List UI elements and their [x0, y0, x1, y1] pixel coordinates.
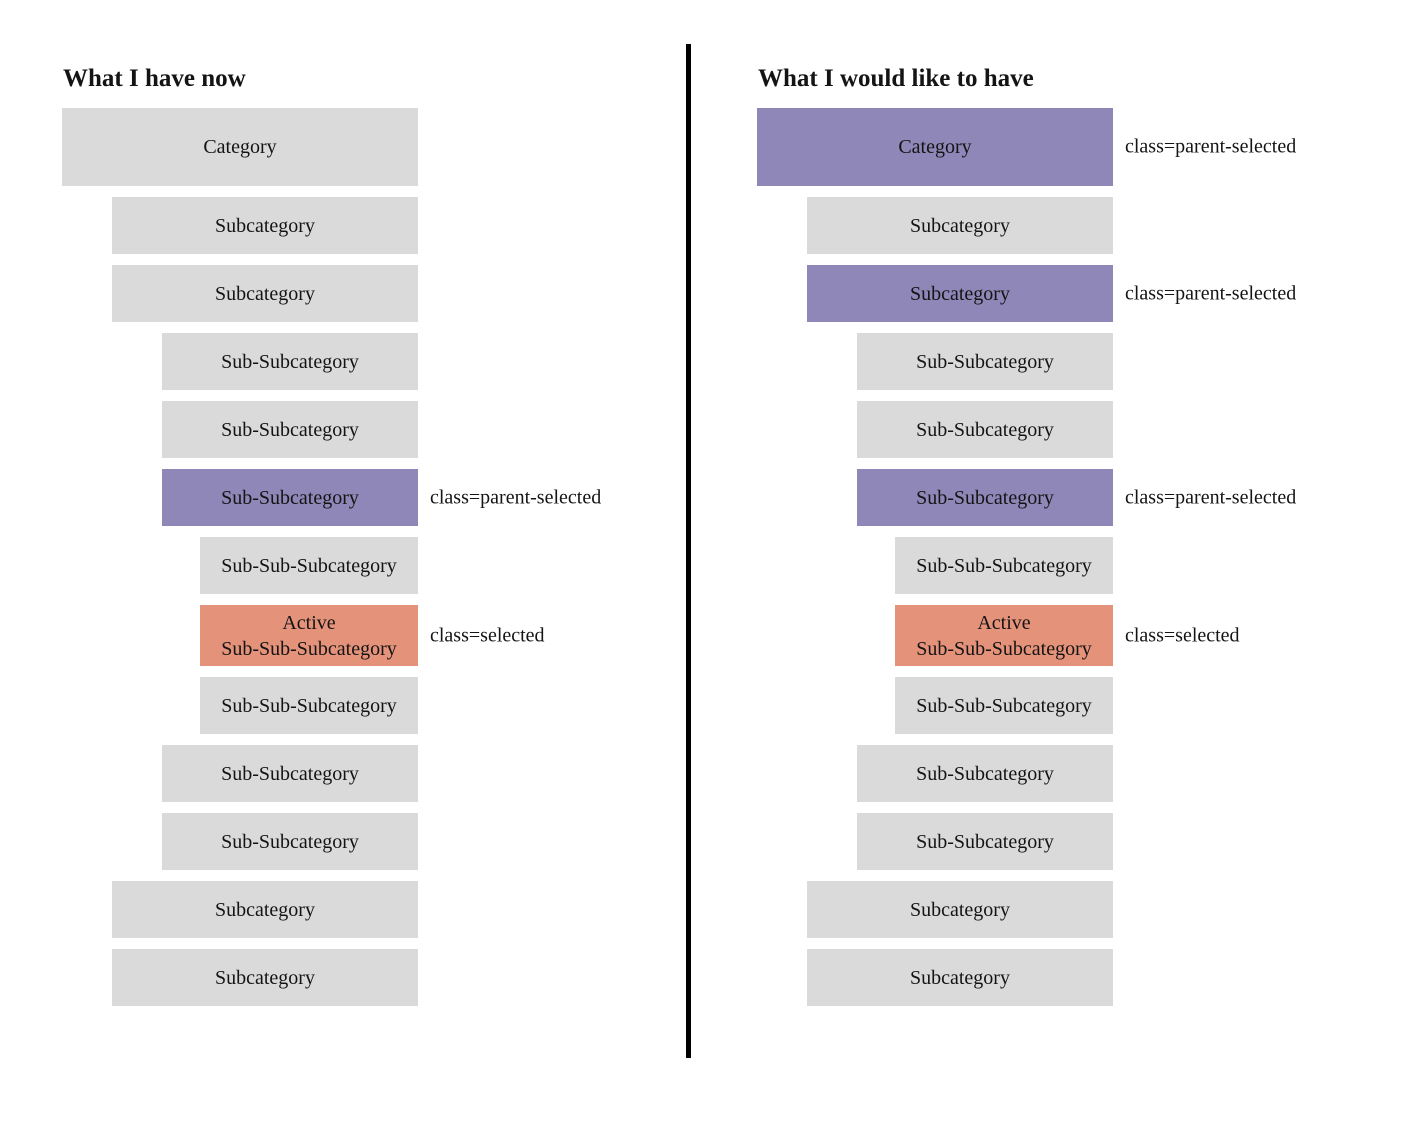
menu-item: Subcategory: [807, 881, 1113, 938]
menu-item-row: Sub-Subcategory: [757, 333, 1113, 390]
class-annotation: class=parent-selected: [430, 486, 602, 508]
menu-item-row: Subcategory: [757, 881, 1113, 938]
menu-item-label: Active Sub-Sub-Subcategory: [916, 611, 1092, 660]
vertical-divider: [686, 44, 691, 1058]
column-desired-title: What I would like to have: [758, 65, 1034, 92]
menu-item: Sub-Sub-Subcategory: [895, 677, 1113, 734]
menu-item-row: Sub-Subcategory: [62, 813, 418, 870]
menu-item: Sub-Subcategory: [162, 333, 418, 390]
menu-item-row: Subcategory: [62, 197, 418, 254]
menu-item-label: Subcategory: [910, 966, 1010, 989]
menu-item-row: Subcategory class=parent-selected: [757, 265, 1296, 322]
menu-item: Active Sub-Sub-Subcategory: [200, 605, 418, 666]
class-annotation: class=selected: [1125, 624, 1240, 646]
menu-item-row: Sub-Subcategory: [757, 745, 1113, 802]
menu-item-label: Sub-Subcategory: [221, 350, 359, 373]
menu-item-label: Sub-Subcategory: [916, 418, 1054, 441]
menu-item-row: Subcategory: [62, 265, 418, 322]
menu-item-label: Sub-Subcategory: [916, 830, 1054, 853]
menu-item: Subcategory: [112, 949, 418, 1006]
menu-item: Subcategory: [112, 265, 418, 322]
menu-item: Sub-Subcategory: [857, 469, 1113, 526]
menu-item: Sub-Subcategory: [857, 333, 1113, 390]
menu-item-label: Sub-Subcategory: [916, 350, 1054, 373]
menu-item-row: Sub-Subcategory class=parent-selected: [757, 469, 1296, 526]
menu-item-label: Sub-Subcategory: [221, 830, 359, 853]
menu-item-label: Sub-Subcategory: [221, 762, 359, 785]
menu-item-label: Subcategory: [215, 282, 315, 305]
menu-item: Sub-Subcategory: [162, 401, 418, 458]
menu-item-label: Sub-Sub-Subcategory: [916, 554, 1092, 577]
menu-item-row: Sub-Sub-Subcategory: [757, 677, 1113, 734]
menu-item: Subcategory: [112, 197, 418, 254]
menu-item: Sub-Subcategory: [162, 745, 418, 802]
menu-item: Subcategory: [807, 949, 1113, 1006]
menu-item-row: Subcategory: [62, 881, 418, 938]
menu-item-label: Subcategory: [910, 282, 1010, 305]
menu-item-row: Sub-Subcategory: [62, 333, 418, 390]
menu-item: Sub-Sub-Subcategory: [200, 677, 418, 734]
menu-item-row: Sub-Subcategory: [62, 401, 418, 458]
menu-item-label: Sub-Subcategory: [916, 486, 1054, 509]
menu-item-label: Sub-Subcategory: [221, 486, 359, 509]
class-annotation: class=parent-selected: [1125, 282, 1297, 304]
menu-item-row: Active Sub-Sub-Subcategory class=selected: [757, 605, 1240, 666]
menu-item-label: Category: [898, 136, 972, 158]
menu-item-row: Sub-Subcategory: [757, 813, 1113, 870]
menu-item-row: Sub-Sub-Subcategory: [757, 537, 1113, 594]
menu-item-label: Sub-Sub-Subcategory: [916, 694, 1092, 717]
menu-item-row: Sub-Sub-Subcategory: [62, 677, 418, 734]
menu-item-label: Sub-Sub-Subcategory: [221, 694, 397, 717]
class-annotation: class=parent-selected: [1125, 135, 1297, 158]
menu-item-label: Subcategory: [215, 214, 315, 237]
menu-item: Subcategory: [807, 197, 1113, 254]
menu-item-row: Subcategory: [62, 949, 418, 1006]
menu-item-row: Subcategory: [757, 197, 1113, 254]
menu-item-row: Subcategory: [757, 949, 1113, 1006]
menu-item: Active Sub-Sub-Subcategory: [895, 605, 1113, 666]
menu-item-row: Sub-Sub-Subcategory: [62, 537, 418, 594]
menu-item-row: Sub-Subcategory class=parent-selected: [62, 469, 601, 526]
menu-item-row: Category: [62, 108, 418, 186]
menu-item: Sub-Subcategory: [162, 469, 418, 526]
menu-item-row: Active Sub-Sub-Subcategory class=selected: [62, 605, 545, 666]
menu-item-row: Sub-Subcategory: [62, 745, 418, 802]
menu-item: Sub-Sub-Subcategory: [200, 537, 418, 594]
menu-item-label: Sub-Subcategory: [916, 762, 1054, 785]
menu-item: Subcategory: [112, 881, 418, 938]
menu-item-label: Subcategory: [910, 898, 1010, 921]
menu-item: Subcategory: [807, 265, 1113, 322]
menu-item-label: Sub-Subcategory: [221, 418, 359, 441]
menu-item-label: Subcategory: [910, 214, 1010, 237]
menu-item-row: Sub-Subcategory: [757, 401, 1113, 458]
menu-item-label: Subcategory: [215, 898, 315, 921]
menu-item: Sub-Sub-Subcategory: [895, 537, 1113, 594]
menu-item-label: Sub-Sub-Subcategory: [221, 554, 397, 577]
class-annotation: class=selected: [430, 624, 545, 646]
menu-item-row: Category class=parent-selected: [757, 108, 1296, 186]
menu-item: Category: [757, 108, 1113, 186]
menu-item: Sub-Subcategory: [857, 745, 1113, 802]
column-current-title: What I have now: [63, 65, 246, 92]
menu-item: Sub-Subcategory: [162, 813, 418, 870]
menu-item-label: Subcategory: [215, 966, 315, 989]
menu-item: Category: [62, 108, 418, 186]
class-annotation: class=parent-selected: [1125, 486, 1297, 508]
menu-item-label: Category: [203, 136, 277, 158]
menu-item: Sub-Subcategory: [857, 813, 1113, 870]
menu-item: Sub-Subcategory: [857, 401, 1113, 458]
column-desired: What I would like to have Category class=…: [757, 0, 1296, 1134]
menu-item-label: Active Sub-Sub-Subcategory: [221, 611, 397, 660]
